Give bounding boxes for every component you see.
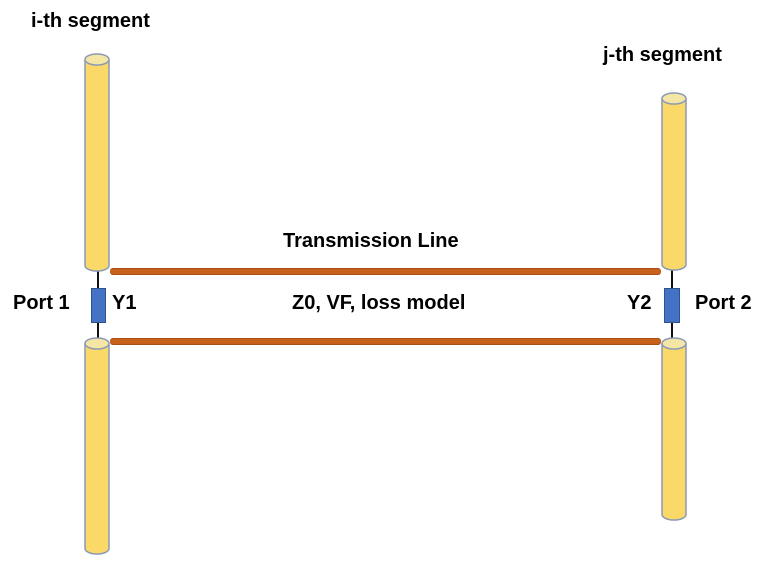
segment-i-lower-cylinder (84, 337, 110, 555)
transmission-line-top-conductor (110, 268, 661, 275)
y1-label: Y1 (112, 292, 137, 314)
j-th-segment-label: j-th segment (603, 44, 722, 66)
port1-lower-connector (97, 322, 99, 340)
port2-lower-connector (671, 322, 673, 340)
port1-element (91, 288, 106, 323)
segment-j-lower-cylinder (661, 337, 687, 521)
line-parameters-label: Z0, VF, loss model (292, 292, 466, 314)
y2-label: Y2 (627, 292, 652, 314)
port1-label: Port 1 (13, 292, 70, 314)
i-th-segment-label: i-th segment (31, 10, 150, 32)
port1-upper-connector (97, 269, 99, 289)
port2-label: Port 2 (695, 292, 752, 314)
port2-element (664, 288, 680, 323)
transmission-line-bottom-conductor (110, 338, 661, 345)
transmission-line-label: Transmission Line (283, 230, 459, 252)
segment-i-upper-cylinder (84, 53, 110, 272)
port2-upper-connector (671, 269, 673, 289)
segment-j-upper-cylinder (661, 92, 687, 271)
